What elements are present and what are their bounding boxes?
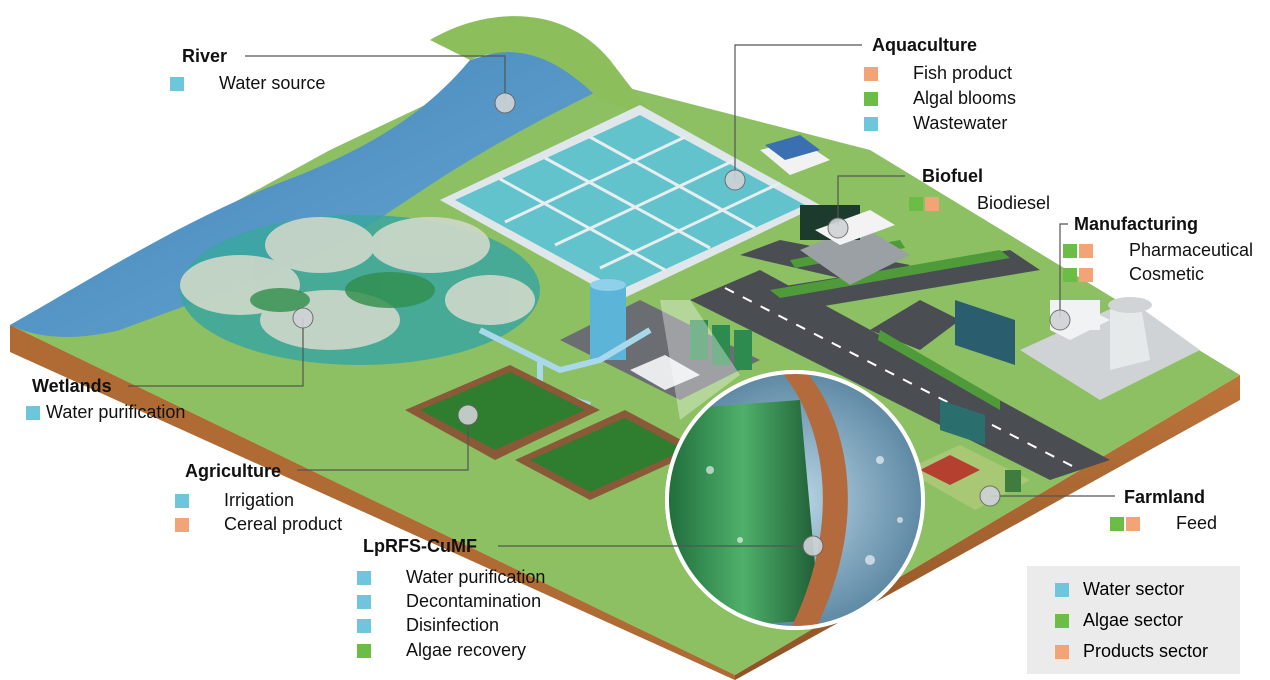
products-sector-swatch xyxy=(175,517,189,532)
water-sector-swatch xyxy=(864,116,878,131)
lprfs-item-3: Algae recovery xyxy=(357,640,526,661)
legend-item-products: Products sector xyxy=(1055,641,1208,662)
water-sector-swatch xyxy=(1055,582,1069,597)
algae-sector-swatch xyxy=(1063,243,1077,258)
soil-base xyxy=(10,325,1240,680)
river-item-0: Water source xyxy=(170,73,325,94)
aquaculture-item-2: Wastewater xyxy=(864,113,1007,134)
lens-magnifier xyxy=(660,300,925,630)
water-sector-swatch xyxy=(357,618,371,633)
sector-legend: Water sector Algae sector Products secto… xyxy=(1027,566,1240,674)
farmland-item-0: Feed xyxy=(1110,513,1217,534)
lprfs-item-1: Decontamination xyxy=(357,591,541,612)
algae-sector-swatch xyxy=(1110,516,1124,531)
biofuel-item-0: Biodiesel xyxy=(909,193,1050,214)
manufacturing-item-0: Pharmaceutical xyxy=(1063,240,1253,261)
river-water xyxy=(10,16,660,337)
products-sector-swatch xyxy=(1055,644,1069,659)
biofuel-title: Biofuel xyxy=(922,166,983,186)
water-sector-swatch xyxy=(175,493,189,508)
water-sector-swatch xyxy=(357,594,371,609)
agriculture-title: Agriculture xyxy=(185,461,282,481)
manufacturing-item-1: Cosmetic xyxy=(1063,264,1204,285)
products-sector-swatch xyxy=(1126,516,1140,531)
river-title: River xyxy=(182,46,228,66)
wetlands-item-0: Water purification xyxy=(26,402,185,423)
agriculture-item-0: Irrigation xyxy=(175,490,294,511)
lprfs-item-2: Disinfection xyxy=(357,615,499,636)
algae-sector-swatch xyxy=(864,91,878,106)
algae-sector-swatch xyxy=(1055,613,1069,628)
water-sector-swatch xyxy=(26,405,40,420)
algae-sector-swatch xyxy=(1063,267,1077,282)
callout-lines xyxy=(128,44,1115,547)
farmland-title: Farmland xyxy=(1124,487,1206,507)
wetlands-title: Wetlands xyxy=(32,376,112,396)
algae-sector-swatch xyxy=(357,643,371,658)
products-sector-swatch xyxy=(925,196,939,211)
products-sector-swatch xyxy=(1079,267,1093,282)
factory-buildings xyxy=(1020,297,1200,400)
legend-item-algae: Algae sector xyxy=(1055,610,1183,631)
road-markings xyxy=(724,287,1081,471)
wetlands-area xyxy=(180,215,540,365)
manufacturing-title: Manufacturing xyxy=(1074,214,1198,234)
aquaculture-item-1: Algal blooms xyxy=(864,88,1016,109)
products-sector-swatch xyxy=(864,66,878,81)
aquaculture-item-0: Fish product xyxy=(864,63,1012,84)
crop-fields xyxy=(405,365,700,500)
aquaculture-ponds xyxy=(440,105,830,300)
aquaculture-title: Aquaculture xyxy=(872,35,978,55)
lprfs-item-0: Water purification xyxy=(357,567,545,588)
water-sector-swatch xyxy=(170,76,184,91)
lprfs-title: LpRFS-CuMF xyxy=(363,536,477,556)
legend-item-water: Water sector xyxy=(1055,579,1184,600)
products-sector-swatch xyxy=(1079,243,1093,258)
billboards xyxy=(940,300,1015,445)
algae-sector-swatch xyxy=(909,196,923,211)
callout-markers xyxy=(292,92,1071,557)
water-sector-swatch xyxy=(357,570,371,585)
agriculture-item-1: Cereal product xyxy=(175,514,342,535)
